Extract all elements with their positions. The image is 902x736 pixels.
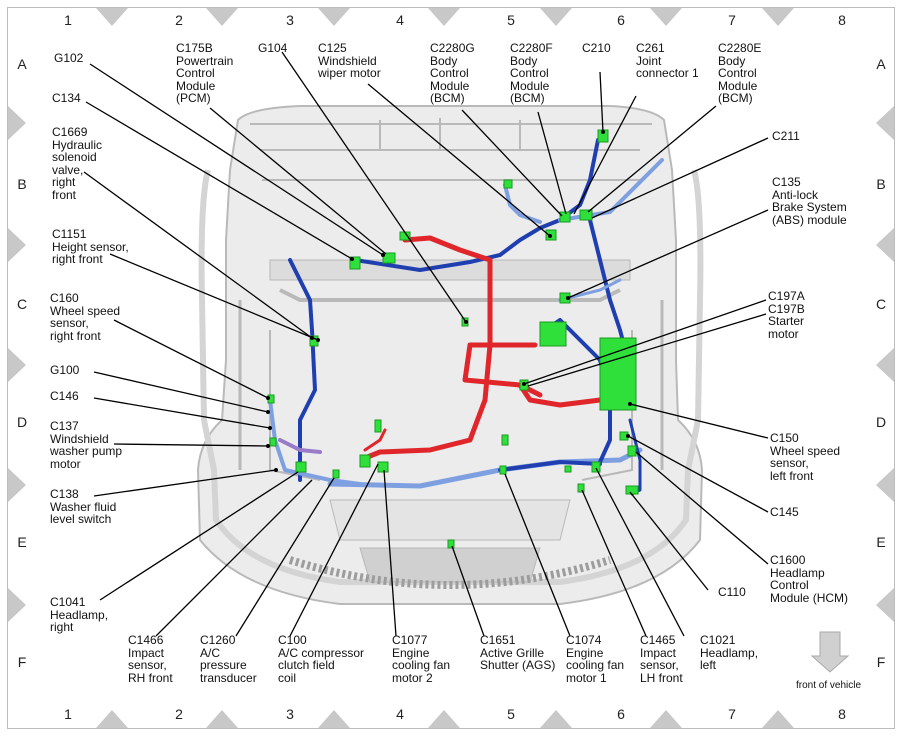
front-of-vehicle-label: front of vehicle <box>796 680 862 691</box>
label-c210: C210 <box>582 41 611 55</box>
grid-col-top-5: 5 <box>507 12 515 28</box>
grid-col-bottom-5: 5 <box>507 706 515 722</box>
grid-col-bottom-1: 1 <box>64 706 72 722</box>
connectors <box>267 129 639 549</box>
diagram-frame <box>7 7 895 729</box>
grid-col-top-6: 6 <box>617 12 625 28</box>
grid-col-top-2: 2 <box>175 12 183 28</box>
label-c175b: C175B Powertrain Control Module (PCM) <box>176 41 234 105</box>
grid-row-right-c: C <box>875 296 887 312</box>
grid-col-top-8: 8 <box>838 12 846 28</box>
grid-row-left-b: B <box>17 176 27 192</box>
label-c1074: C1074 Engine cooling fan motor 1 <box>566 633 625 685</box>
label-c197: C197A C197B Starter motor <box>768 289 805 341</box>
front-of-vehicle-arrow-icon <box>810 631 850 673</box>
grid-row-left-d: D <box>16 414 28 430</box>
label-c138: C138 Washer fluid level switch <box>50 487 117 526</box>
label-c137: C137 Windshield washer pump motor <box>50 419 123 471</box>
leader-lines <box>83 51 769 637</box>
label-c2280g: C2280G Body Control Module (BCM) <box>430 41 475 105</box>
label-c100: C100 A/C compressor clutch field coil <box>278 633 365 685</box>
label-c110: C110 <box>718 585 746 599</box>
grid-col-top-7: 7 <box>728 12 736 28</box>
label-g102: G102 <box>54 51 84 65</box>
grid-row-right-b: B <box>876 176 886 192</box>
grid-col-top-4: 4 <box>396 12 404 28</box>
label-c146: C146 <box>50 389 79 403</box>
label-c1600: C1600 Headlamp Control Module (HCM) <box>770 553 849 605</box>
grid-row-left-c: C <box>16 296 28 312</box>
grid-col-bottom-3: 3 <box>286 706 294 722</box>
label-c1466: C1466 Impact sensor, RH front <box>128 633 173 685</box>
border-triangles <box>8 8 894 728</box>
label-c125: C125 Windshield wiper motor <box>318 41 381 80</box>
grid-col-bottom-4: 4 <box>396 706 404 722</box>
leader-arrowheads <box>266 130 632 472</box>
label-c2280e: C2280E Body Control Module (BCM) <box>718 41 762 105</box>
label-c160: C160 Wheel speed sensor, right front <box>50 291 121 343</box>
label-c1669: C1669 Hydraulic solenoid valve, right fr… <box>52 125 103 202</box>
grid-col-bottom-7: 7 <box>728 706 736 722</box>
label-c134: C134 <box>52 91 81 105</box>
label-c1465: C1465 Impact sensor, LH front <box>640 633 683 685</box>
grid-row-left-e: E <box>17 534 27 550</box>
grid-row-right-a: A <box>876 56 886 72</box>
label-c145: C145 <box>770 505 799 519</box>
grid-col-bottom-6: 6 <box>617 706 625 722</box>
grid-col-top-3: 3 <box>286 12 294 28</box>
label-c1260: C1260 A/C pressure transducer <box>200 633 257 685</box>
label-g104: G104 <box>258 41 288 55</box>
grid-row-right-e: E <box>876 534 886 550</box>
label-c1041: C1041 Headlamp, right <box>50 595 109 634</box>
label-c211: C211 <box>772 129 800 143</box>
grid-row-left-f: F <box>17 654 27 670</box>
label-c1651: C1651 Active Grille Shutter (AGS) <box>480 633 556 672</box>
label-c135: C135 Anti-lock Brake System (ABS) module <box>772 175 847 227</box>
grid-col-top-1: 1 <box>64 12 72 28</box>
grid-col-bottom-2: 2 <box>175 706 183 722</box>
label-c150: C150 Wheel speed sensor, left front <box>770 431 841 483</box>
label-c2280f: C2280F Body Control Module (BCM) <box>510 41 553 105</box>
label-c1151: C1151 Height sensor, right front <box>52 227 129 266</box>
label-c1021: C1021 Headlamp, left <box>700 633 759 672</box>
label-c1077: C1077 Engine cooling fan motor 2 <box>392 633 451 685</box>
label-g100: G100 <box>50 363 80 377</box>
label-c261: C261 Joint connector 1 <box>636 41 699 80</box>
grid-col-bottom-8: 8 <box>838 706 846 722</box>
grid-row-right-d: D <box>875 414 887 430</box>
grid-row-right-f: F <box>876 654 886 670</box>
grid-row-left-a: A <box>17 56 27 72</box>
